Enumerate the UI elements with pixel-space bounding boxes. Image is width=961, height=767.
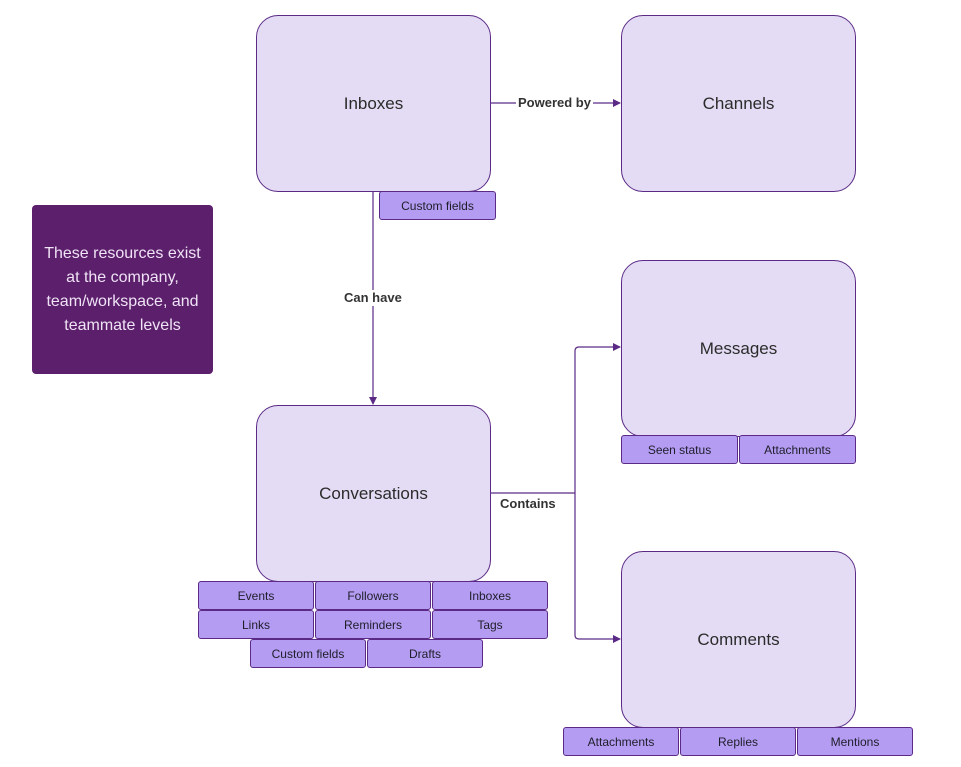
channels-label: Channels <box>702 93 775 113</box>
conversation-chip-links[interactable]: Links <box>198 610 314 639</box>
conversation-chip-reminders[interactable]: Reminders <box>315 610 431 639</box>
chip-label: Seen status <box>647 442 712 457</box>
comments-node[interactable]: Comments <box>621 551 856 728</box>
channels-node[interactable]: Channels <box>621 15 856 192</box>
edge-label-contains: Contains <box>498 496 558 512</box>
comment-chip-replies[interactable]: Replies <box>680 727 796 756</box>
edge-label-powered-by: Powered by <box>516 95 593 111</box>
conversation-chip-drafts[interactable]: Drafts <box>367 639 483 668</box>
chip-label: Events <box>237 588 275 603</box>
chip-label: Custom fields <box>401 198 474 213</box>
chip-label: Mentions <box>830 734 880 749</box>
message-chip-attachments[interactable]: Attachments <box>739 435 856 464</box>
conversation-chip-custom-fields[interactable]: Custom fields <box>250 639 366 668</box>
comment-chip-attachments[interactable]: Attachments <box>563 727 679 756</box>
chip-label: Inboxes <box>468 588 512 603</box>
message-chip-seen-status[interactable]: Seen status <box>621 435 738 464</box>
chip-label: Tags <box>477 617 503 632</box>
messages-label: Messages <box>699 338 778 358</box>
edge-conversations-messages <box>574 343 621 493</box>
chip-label: Drafts <box>408 646 441 661</box>
chip-label: Custom fields <box>271 646 345 661</box>
edge-conversations-comments <box>574 493 621 643</box>
inboxes-label: Inboxes <box>343 93 404 113</box>
messages-node[interactable]: Messages <box>621 260 856 437</box>
chip-label: Links <box>241 617 270 632</box>
chip-label: Replies <box>717 734 759 749</box>
inbox-chip-custom-fields[interactable]: Custom fields <box>379 191 496 220</box>
conversations-label: Conversations <box>319 483 428 503</box>
edge-label-can-have: Can have <box>342 290 404 306</box>
conversation-chip-tags[interactable]: Tags <box>432 610 548 639</box>
conversation-chip-events[interactable]: Events <box>198 581 314 610</box>
comment-chip-mentions[interactable]: Mentions <box>797 727 913 756</box>
chip-label: Followers <box>347 588 399 603</box>
chip-label: Attachments <box>587 734 655 749</box>
conversation-chip-followers[interactable]: Followers <box>315 581 431 610</box>
comments-label: Comments <box>697 629 780 649</box>
chip-label: Reminders <box>343 617 403 632</box>
scope-note-text: These resources exist at the company, te… <box>44 244 201 334</box>
conversation-chip-inboxes[interactable]: Inboxes <box>432 581 548 610</box>
scope-note: These resources exist at the company, te… <box>32 205 213 374</box>
inboxes-node[interactable]: Inboxes <box>256 15 491 192</box>
chip-label: Attachments <box>764 442 831 457</box>
conversations-node[interactable]: Conversations <box>256 405 491 582</box>
